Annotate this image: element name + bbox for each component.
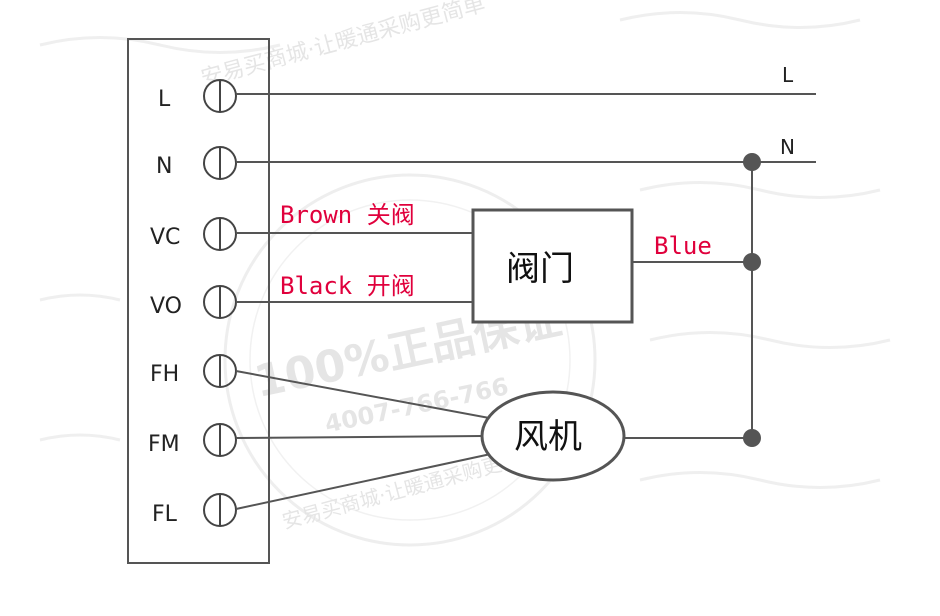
wire-label-blue: Blue: [654, 232, 712, 260]
valve-box: [471, 208, 634, 324]
terminal-label-l: L: [158, 87, 171, 112]
terminal-screw-n-icon: [203, 146, 237, 180]
valve-label: 阀门: [506, 249, 574, 289]
terminal-label-n: N: [156, 154, 172, 179]
junction-dots: [743, 153, 761, 447]
watermark-waves: [39, 11, 891, 489]
watermark: 安易买商城·让暖通采购更简单 100%正品保证 4007-766-766 安易买…: [39, 0, 891, 547]
fan-label: 风机: [514, 417, 582, 457]
wire-label-vo: Black 开阀: [280, 272, 415, 300]
line-label-n: N: [780, 135, 795, 159]
terminal-label-vc: VC: [150, 225, 180, 250]
terminal-label-fl: FL: [152, 502, 178, 527]
wire-fh: [235, 370, 501, 421]
wire-fm: [235, 435, 483, 439]
junction-n-top: [743, 153, 761, 171]
terminal-screw-vo-icon: [203, 285, 237, 319]
wires: [235, 93, 816, 510]
terminal-screw-fh-icon: [203, 354, 237, 388]
junction-valve: [743, 253, 761, 271]
watermark-top-text: 安易买商城·让暖通采购更简单: [198, 0, 487, 92]
terminal-label-vo: VO: [150, 294, 182, 319]
terminal-label-fm: FM: [148, 432, 180, 457]
line-label-l: L: [782, 63, 794, 87]
fan-ellipse: [480, 390, 626, 482]
wire-fl: [235, 451, 501, 510]
terminal-screw-fm-icon: [203, 423, 237, 457]
wire-label-vc: Brown 关阀: [280, 201, 415, 229]
terminal-screw-fl-icon: [203, 493, 237, 527]
terminal-screws: [203, 79, 237, 527]
terminal-screw-l-icon: [203, 79, 237, 113]
terminal-label-fh: FH: [150, 362, 179, 387]
terminal-screw-vc-icon: [203, 217, 237, 251]
junction-fan: [743, 429, 761, 447]
